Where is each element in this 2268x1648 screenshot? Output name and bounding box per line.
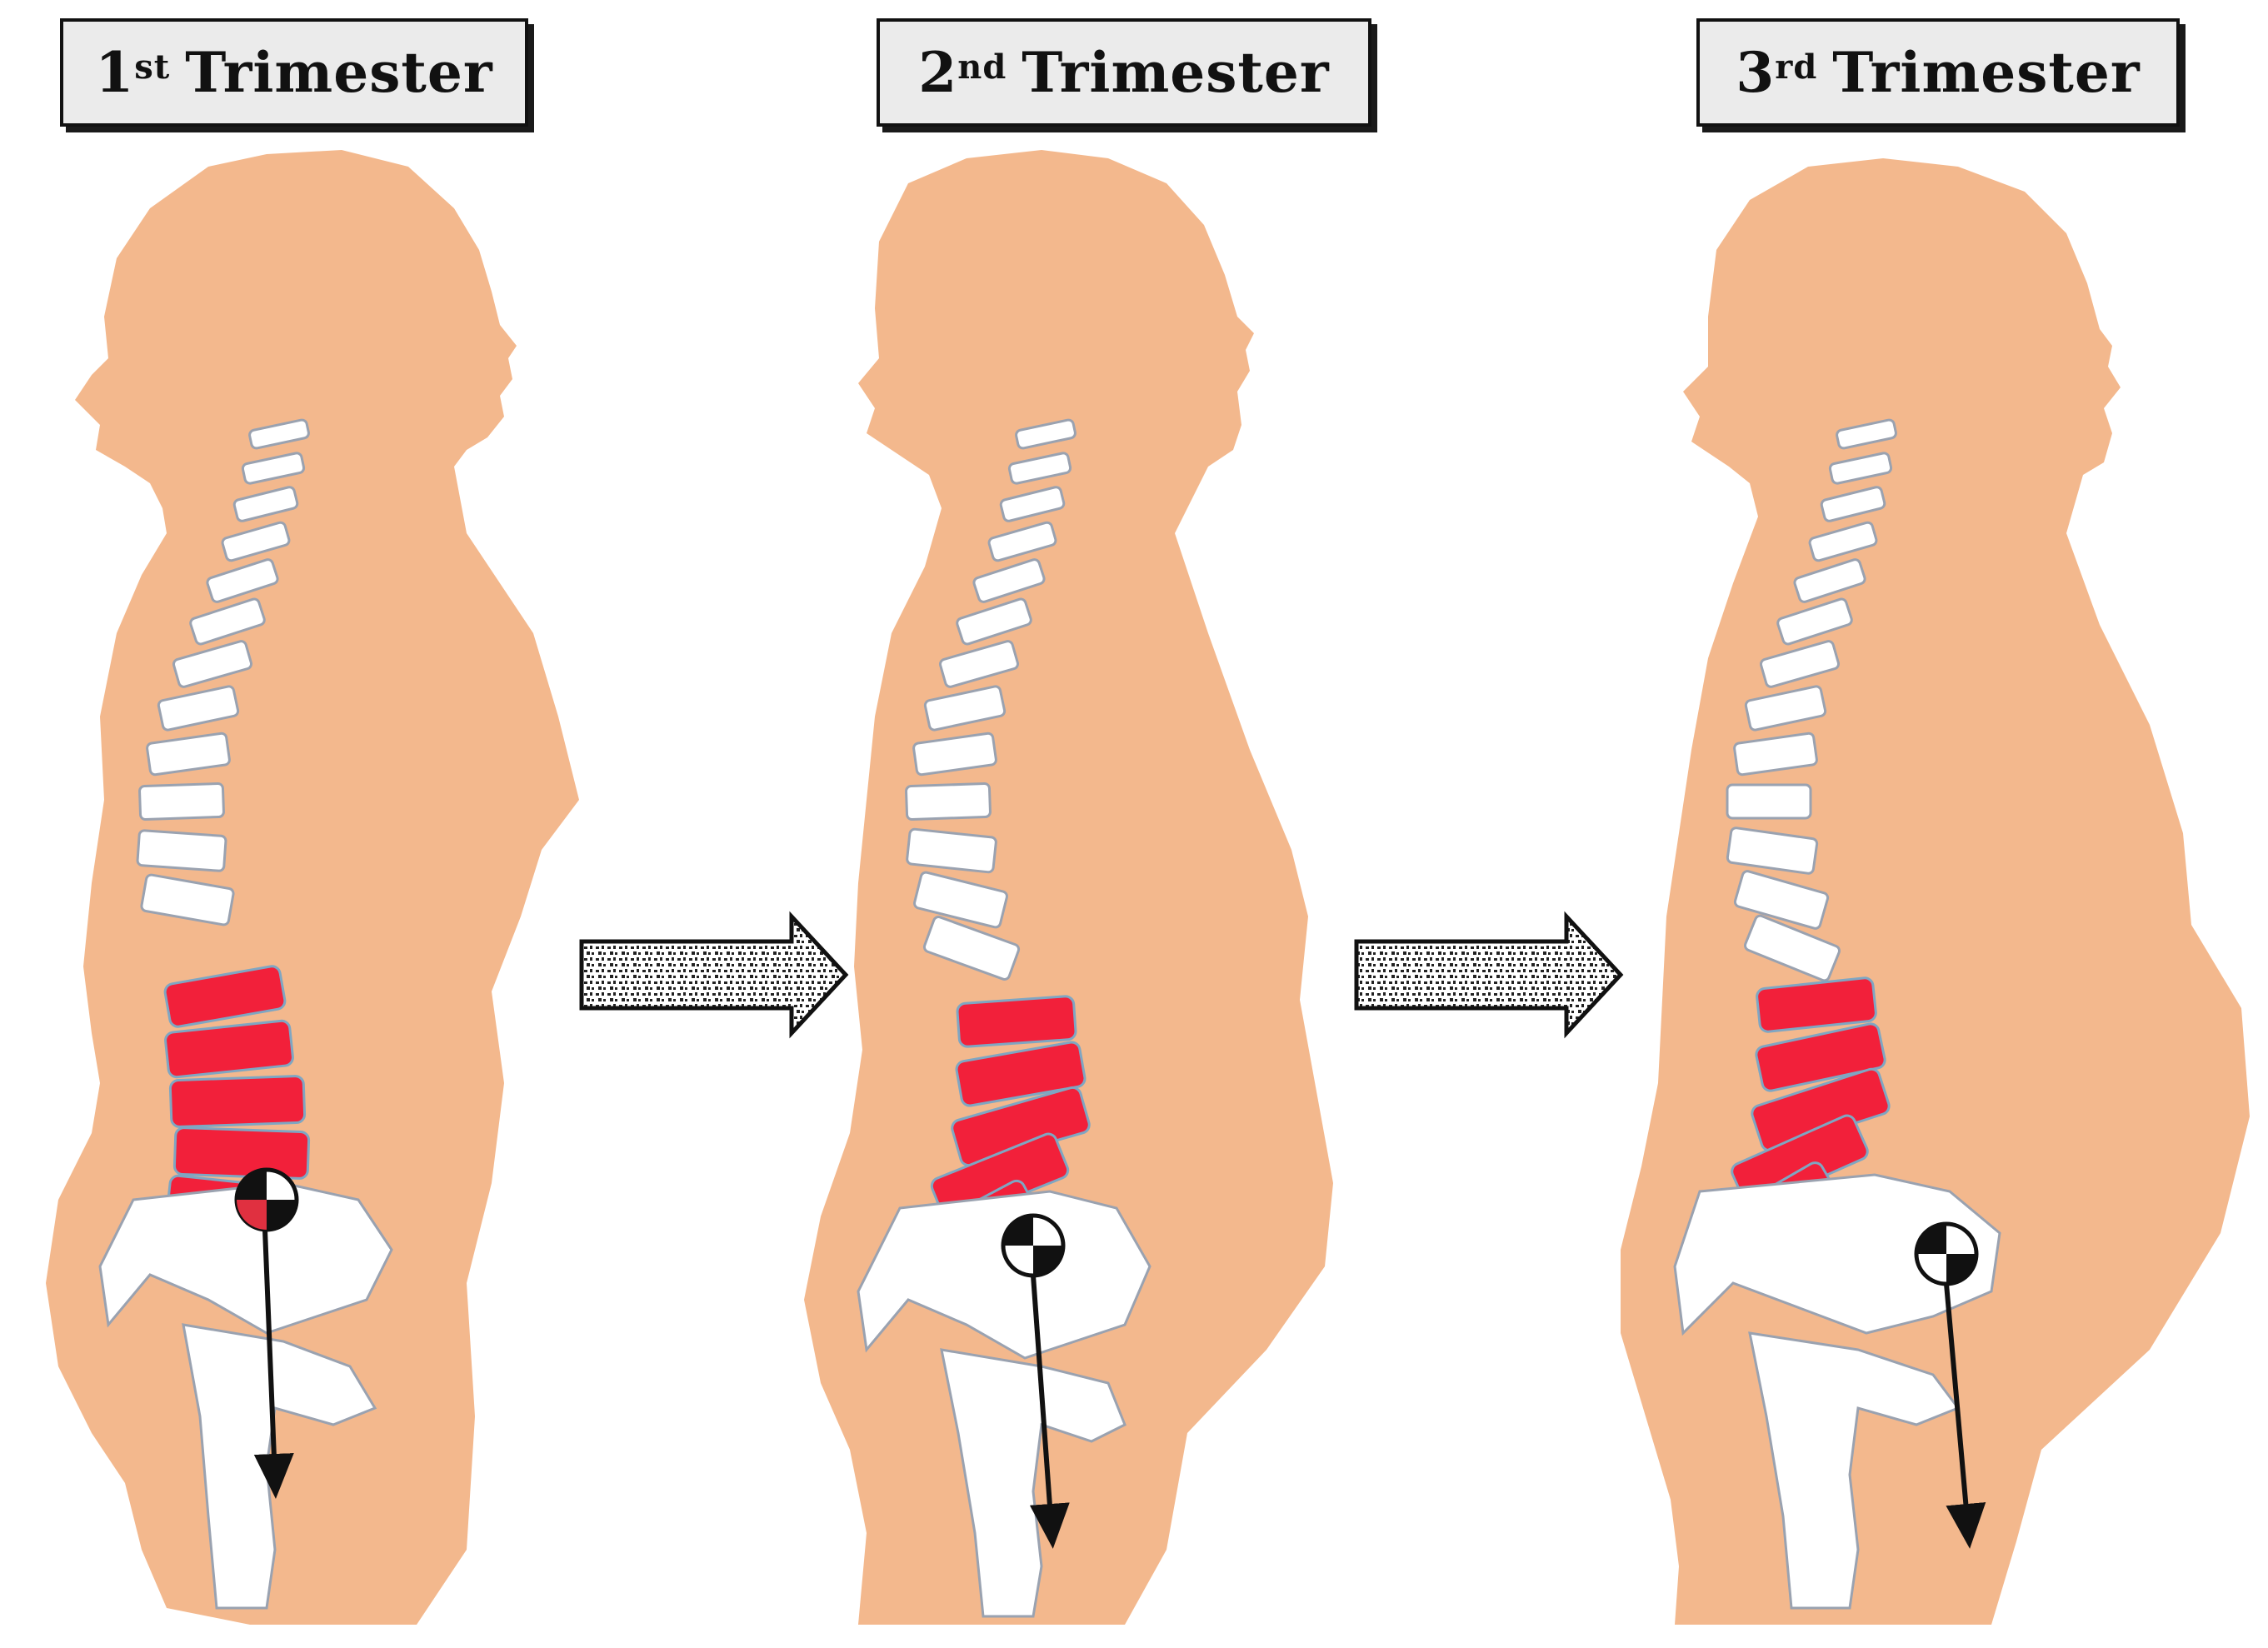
figure-trimester-2 xyxy=(804,150,1333,1625)
center-of-gravity-icon xyxy=(1914,1221,1979,1286)
gravity-line-arrow xyxy=(1029,1275,1070,1549)
gravity-line-arrow xyxy=(1944,1283,1986,1549)
trimester-3-number: 3 xyxy=(1736,40,1776,105)
trimester-2-number: 2 xyxy=(918,40,958,105)
gravity-line-arrow xyxy=(253,1229,294,1499)
center-of-gravity-icon xyxy=(234,1167,299,1232)
figure-trimester-3 xyxy=(1621,158,2250,1625)
spine-2 xyxy=(905,418,1077,981)
trimester-1-number: 1 xyxy=(95,40,135,105)
stage-transition-arrow xyxy=(579,911,849,1039)
trimester-1-word: Trimester xyxy=(185,40,493,105)
pelvis-3 xyxy=(1673,1173,2001,1610)
spine-3 xyxy=(1726,418,1897,982)
center-of-gravity-icon xyxy=(1001,1213,1066,1278)
trimester-3-word: Trimester xyxy=(1832,40,2141,105)
figure-trimester-1 xyxy=(46,150,579,1625)
pelvis-2 xyxy=(857,1190,1151,1618)
trimester-2-word: Trimester xyxy=(1022,40,1330,105)
spine-1 xyxy=(136,418,310,926)
stage-transition-arrow xyxy=(1354,911,1624,1039)
